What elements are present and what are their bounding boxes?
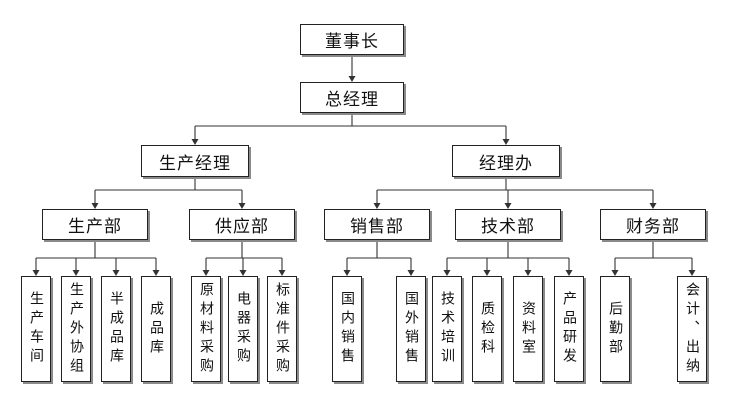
node-semi-finished-store: 半成品库 xyxy=(101,276,131,382)
arrowhead xyxy=(191,139,199,145)
arrowhead xyxy=(91,203,99,209)
arrowhead xyxy=(72,270,80,276)
node-tech-dept: 技术部 xyxy=(455,209,561,240)
arrowhead xyxy=(502,139,510,145)
node-finished-store: 成品库 xyxy=(141,276,171,382)
node-standard-parts-purchase: 标准件采购 xyxy=(267,276,297,382)
node-raw-material-purchase-label: 原材料采购 xyxy=(198,281,214,377)
node-raw-material-purchase: 原材料采购 xyxy=(191,276,221,382)
node-production-workshop-label: 生产车间 xyxy=(28,291,44,367)
node-tech-training: 技术培训 xyxy=(432,276,462,382)
node-electrical-purchase-label: 电器采购 xyxy=(235,291,251,367)
node-foreign-sales: 国外销售 xyxy=(396,276,426,382)
node-outsourcing-group: 生产外协组 xyxy=(61,276,91,382)
node-finance-dept-label: 财务部 xyxy=(626,217,680,237)
arrowhead xyxy=(348,76,356,82)
node-semi-finished-store-label: 半成品库 xyxy=(108,291,124,367)
node-chairman: 董事长 xyxy=(300,24,404,55)
node-general-manager: 总经理 xyxy=(300,82,404,113)
arrowhead xyxy=(239,270,247,276)
arrowhead xyxy=(278,270,286,276)
node-supply-dept-label: 供应部 xyxy=(215,217,269,237)
arrowhead xyxy=(373,203,381,209)
arrowhead xyxy=(524,270,532,276)
node-outsourcing-group-label: 生产外协组 xyxy=(68,281,84,377)
node-tech-dept-label: 技术部 xyxy=(481,217,535,237)
node-standard-parts-purchase-label: 标准件采购 xyxy=(274,281,290,377)
node-domestic-sales: 国内销售 xyxy=(332,276,362,382)
node-production-manager-label: 生产经理 xyxy=(159,153,231,174)
arrowhead xyxy=(649,203,657,209)
arrowhead xyxy=(32,270,40,276)
node-quality-control-label: 质检科 xyxy=(479,300,495,358)
node-quality-control: 质检科 xyxy=(472,276,502,382)
node-product-rnd: 产品研发 xyxy=(554,276,584,382)
arrowhead xyxy=(202,270,210,276)
node-chairman-label: 董事长 xyxy=(325,32,379,52)
node-supply-dept: 供应部 xyxy=(189,209,295,240)
arrowhead xyxy=(611,270,619,276)
node-logistics-label: 后勤部 xyxy=(607,300,623,358)
arrowhead xyxy=(688,270,696,276)
node-logistics: 后勤部 xyxy=(600,276,630,382)
node-production-manager: 生产经理 xyxy=(141,145,249,177)
node-foreign-sales-label: 国外销售 xyxy=(403,291,419,367)
arrowhead xyxy=(504,203,512,209)
node-sales-dept: 销售部 xyxy=(324,209,430,240)
node-finished-store-label: 成品库 xyxy=(148,300,164,358)
arrowhead xyxy=(343,270,351,276)
node-product-rnd-label: 产品研发 xyxy=(561,291,577,367)
arrowhead xyxy=(407,270,415,276)
node-electrical-purchase: 电器采购 xyxy=(228,276,258,382)
node-domestic-sales-label: 国内销售 xyxy=(339,291,355,367)
node-gm-office-label: 经理办 xyxy=(479,153,533,174)
node-accounting-cashier: 会计、出纳 xyxy=(677,276,707,382)
arrowhead xyxy=(565,270,573,276)
node-accounting-cashier-label: 会计、出纳 xyxy=(684,281,700,377)
node-production-dept: 生产部 xyxy=(42,209,148,240)
node-general-manager-label: 总经理 xyxy=(325,90,379,110)
arrowhead xyxy=(443,270,451,276)
node-production-dept-label: 生产部 xyxy=(68,217,122,237)
node-sales-dept-label: 销售部 xyxy=(350,217,404,237)
arrowhead xyxy=(152,270,160,276)
arrowhead xyxy=(483,270,491,276)
node-finance-dept: 财务部 xyxy=(600,209,706,240)
arrowhead xyxy=(238,203,246,209)
node-archive-room-label: 资料室 xyxy=(520,300,536,358)
arrowhead xyxy=(112,270,120,276)
node-gm-office: 经理办 xyxy=(452,145,560,177)
node-production-workshop: 生产车间 xyxy=(21,276,51,382)
node-tech-training-label: 技术培训 xyxy=(439,291,455,367)
node-archive-room: 资料室 xyxy=(513,276,543,382)
